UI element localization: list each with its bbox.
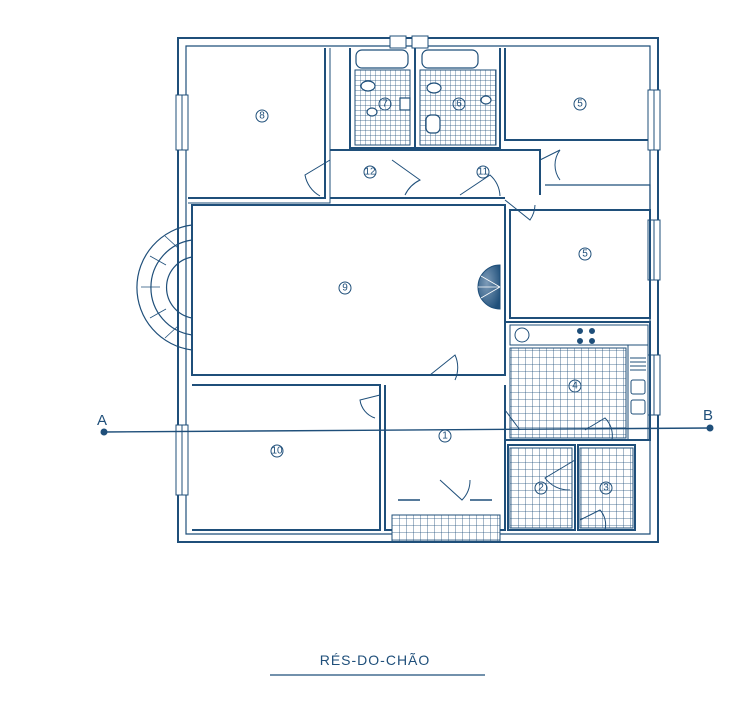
svg-text:12: 12 (364, 167, 376, 178)
room-8-label: 8 (255, 109, 269, 123)
exterior-walls (177, 37, 659, 543)
interior-walls (188, 48, 651, 531)
room-10-label: 10 (270, 444, 284, 458)
svg-text:6: 6 (456, 99, 462, 110)
svg-text:RÉS-DO-CHÃO: RÉS-DO-CHÃO (320, 652, 431, 668)
door-swings (304, 149, 613, 531)
room-7-label: 7 (378, 97, 392, 111)
svg-text:3: 3 (603, 483, 609, 494)
svg-text:9: 9 (342, 283, 348, 294)
section-start-label: A (97, 412, 107, 429)
room-5b-label: 5 (578, 247, 592, 261)
room-1-label: 1 (438, 429, 452, 443)
windows (175, 35, 661, 496)
room-11-label: 11 (476, 165, 490, 179)
tiled-floors (354, 69, 634, 542)
svg-text:5: 5 (582, 249, 588, 260)
svg-text:2: 2 (538, 483, 544, 494)
room-5a-label: 5 (573, 97, 587, 111)
room-labels: 8 7 6 5 12 11 9 5 4 10 1 2 3 (255, 97, 613, 495)
svg-text:8: 8 (259, 111, 265, 122)
svg-text:10: 10 (271, 446, 283, 457)
section-line: A B (97, 407, 714, 436)
section-end-label: B (703, 407, 713, 424)
room-9-label: 9 (338, 281, 352, 295)
svg-text:4: 4 (572, 381, 578, 392)
room-3-label: 3 (599, 481, 613, 495)
cooktop-icon (577, 328, 595, 344)
room-4-label: 4 (568, 379, 582, 393)
bay-window (136, 224, 193, 351)
plan-title: RÉS-DO-CHÃO (270, 652, 485, 676)
room-6-label: 6 (452, 97, 466, 111)
svg-text:7: 7 (382, 99, 388, 110)
kitchen-fixtures (509, 324, 649, 441)
svg-text:11: 11 (478, 167, 489, 178)
spiral-stair (477, 264, 501, 310)
room-2-label: 2 (534, 481, 548, 495)
bathroom-fixtures (355, 49, 492, 134)
room-12-label: 12 (363, 165, 377, 179)
svg-text:5: 5 (577, 99, 583, 110)
svg-text:1: 1 (442, 431, 448, 442)
